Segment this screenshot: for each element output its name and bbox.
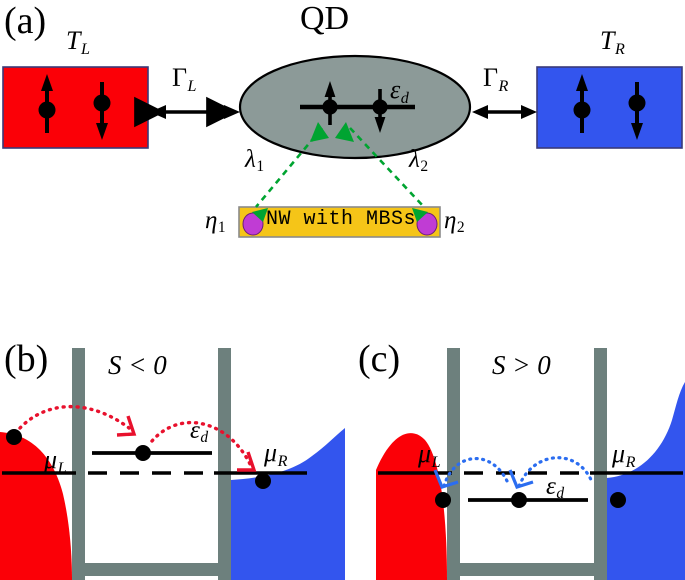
panel-b-mu-right-label: μR: [264, 438, 288, 470]
left-coupling-label: ΓL: [172, 63, 197, 95]
panel-c-seebeck-label: S > 0: [492, 350, 551, 380]
lambda2-coupling-arrow: [335, 122, 428, 222]
panel-b-right-electron: [255, 473, 271, 489]
left-lead-temperature-label: TL: [66, 26, 90, 58]
nanowire-label: NW with MBSs: [266, 208, 417, 231]
panel-b-left-barrier: [72, 348, 85, 580]
nanowire-bar: [238, 206, 441, 238]
panel-c-well-bottom: [460, 563, 594, 576]
panel-b-left-electron: [6, 429, 22, 445]
left-lead-spin-up-icon: [38, 74, 56, 133]
panel-c-dot-electron: [511, 492, 527, 508]
right-lead-spin-down-icon: [628, 82, 646, 140]
panel-a-tag: (a): [4, 0, 47, 42]
mbs-right-icon: [416, 212, 438, 236]
panel-b-mu-left-label: μL: [44, 445, 67, 477]
panel-b-well-bottom: [85, 563, 218, 576]
panel-c-right-fermi-sea: [606, 382, 685, 580]
panel-c-left-electron: [435, 492, 451, 508]
panel-c-tag: (c): [358, 338, 401, 380]
quantum-dot-ellipse: [238, 54, 472, 160]
lambda2-label: λ2: [409, 146, 429, 176]
eta2-label: η2: [444, 207, 465, 237]
left-coupling-arrow: [134, 96, 240, 128]
dot-spin-up-icon: [322, 81, 338, 125]
right-coupling-label: ΓR: [483, 63, 509, 95]
left-lead-box: [2, 66, 149, 149]
panel-b-seebeck-label: S < 0: [108, 350, 167, 380]
dot-level-label: εd: [390, 75, 409, 107]
lambda1-label: λ1: [245, 146, 265, 176]
panel-c-right-barrier: [594, 348, 607, 580]
eta1-label: η1: [205, 207, 226, 237]
panel-b-right-fermi-sea: [231, 428, 345, 580]
panel-c-transport-arrow-1: [433, 457, 510, 489]
panel-b-left-fermi-sea: [0, 432, 72, 580]
panel-c-transport-arrow-2: [508, 456, 594, 489]
panel-c-mu-right-label: μR: [612, 439, 636, 471]
panel-b-tag: (b): [4, 338, 49, 380]
panel-c-left-fermi-sea: [376, 433, 447, 580]
dot-spin-down-icon: [372, 89, 388, 133]
right-lead-box: [536, 66, 683, 149]
panel-c-dot-level-label: εd: [546, 473, 565, 503]
panel-b-transport-arrow-1: [18, 404, 137, 437]
lambda1-coupling-arrow: [252, 122, 329, 222]
panel-b-dot-level-label: εd: [190, 417, 209, 447]
panel-c-right-electron: [610, 492, 626, 508]
mbs-left-icon: [242, 212, 264, 236]
panel-b-dot-electron: [135, 445, 151, 461]
left-lead-spin-down-icon: [93, 82, 111, 140]
panel-c-mu-left-label: μL: [418, 439, 441, 471]
panel-b-right-barrier: [218, 348, 231, 580]
right-lead-spin-up-icon: [573, 74, 591, 133]
right-coupling-arrow: [472, 105, 537, 119]
qd-title: QD: [300, 0, 350, 37]
right-lead-temperature-label: TR: [600, 26, 625, 58]
panel-b-transport-arrow-2: [150, 420, 257, 472]
panel-c-left-barrier: [447, 348, 460, 580]
